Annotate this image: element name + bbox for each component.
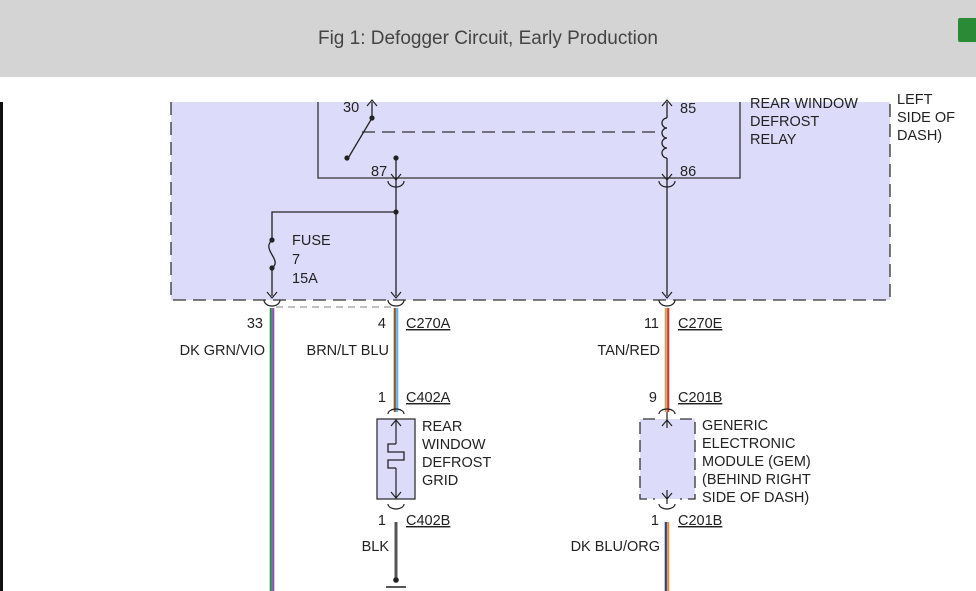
grid-heater-element bbox=[387, 443, 405, 469]
c270a-pin4-socket bbox=[387, 299, 405, 307]
location-note-line-3: DASH) bbox=[897, 128, 942, 144]
header-bar: Fig 1: Defogger Circuit, Early Productio… bbox=[0, 0, 976, 77]
wire-label-dk-blu-org: DK BLU/ORG bbox=[571, 539, 660, 555]
ground-point bbox=[393, 577, 399, 583]
fuse-label-line-1: FUSE bbox=[292, 233, 331, 249]
gem-label-line-2: ELECTRONIC bbox=[702, 436, 795, 452]
c270a-pin4-arrow bbox=[390, 291, 402, 299]
fuse-label-line-3: 15A bbox=[292, 271, 318, 287]
pin87-arrow bbox=[390, 173, 402, 181]
relay-switch-pivot bbox=[344, 155, 350, 161]
wire-label-blk: BLK bbox=[362, 539, 390, 555]
relay-body bbox=[317, 102, 741, 179]
pin-9-label: 9 bbox=[649, 390, 657, 406]
grid-lower-arrow bbox=[390, 491, 402, 499]
pin-4-label: 4 bbox=[378, 316, 386, 332]
gem-label-line-3: MODULE (GEM) bbox=[702, 454, 811, 470]
c201b-bottom-socket bbox=[658, 503, 676, 510]
c201b-top-socket bbox=[658, 408, 676, 415]
connector-c402b-label: C402B bbox=[406, 513, 450, 529]
connector-c270e-label: C270E bbox=[678, 316, 723, 332]
gem-module-body bbox=[640, 419, 695, 499]
relay-pin-30-label: 30 bbox=[343, 100, 359, 116]
left-border-line bbox=[0, 102, 3, 591]
relay-pin-85-label: 85 bbox=[680, 101, 696, 117]
c270-pin33-arrow bbox=[266, 291, 278, 299]
relay-label-line-3: RELAY bbox=[750, 132, 797, 148]
figure-title: Fig 1: Defogger Circuit, Early Productio… bbox=[317, 28, 659, 49]
gem-label-line-4: (BEHIND RIGHT bbox=[702, 472, 811, 488]
fuse-7-symbol bbox=[268, 239, 276, 269]
corner-button[interactable] bbox=[958, 18, 976, 42]
location-note-line-1: LEFT bbox=[897, 92, 933, 108]
relay-pin-86-label: 86 bbox=[680, 164, 696, 180]
pin-1-c201b-label: 1 bbox=[651, 513, 659, 529]
grid-label-line-2: WINDOW bbox=[422, 437, 486, 453]
grid-label-line-3: DEFROST bbox=[422, 455, 491, 471]
relay-switch-arm bbox=[346, 117, 373, 161]
pin86-arrow bbox=[661, 173, 673, 181]
gem-pin1-arrow bbox=[661, 492, 673, 500]
c270e-pin11-socket bbox=[658, 299, 676, 307]
wire-label-brn-lt-blu: BRN/LT BLU bbox=[307, 343, 389, 359]
connector-c201b-bottom-label: C201B bbox=[678, 513, 722, 529]
c270-pin33-socket bbox=[263, 299, 281, 307]
relay-coil bbox=[661, 117, 668, 159]
pin-1-c402b-label: 1 bbox=[378, 513, 386, 529]
relay-pin85-arrow bbox=[661, 99, 673, 107]
c270e-pin11-arrow bbox=[661, 291, 673, 299]
pin-11-label: 11 bbox=[644, 316, 659, 332]
c402a-socket bbox=[387, 408, 405, 415]
connector-c402a-label: C402A bbox=[406, 390, 451, 406]
wire-label-dk-grn-vio: DK GRN/VIO bbox=[180, 343, 265, 359]
location-note-line-2: SIDE OF bbox=[897, 110, 955, 126]
gem-label-line-1: GENERIC bbox=[702, 418, 768, 434]
fuse-label-line-2: 7 bbox=[292, 252, 300, 268]
gem-module-left-edge bbox=[639, 418, 655, 500]
connector-c201b-top-label: C201B bbox=[678, 390, 722, 406]
gem-label-line-5: SIDE OF DASH) bbox=[702, 490, 809, 506]
gem-pin9-arrow bbox=[661, 419, 673, 427]
relay-pin30-arrow bbox=[366, 99, 378, 107]
gem-module-right-edge bbox=[680, 418, 696, 500]
relay-pin-87-label: 87 bbox=[371, 164, 387, 180]
grid-upper-arrow bbox=[390, 419, 402, 427]
c402b-socket bbox=[387, 503, 405, 510]
grid-label-line-1: REAR bbox=[422, 419, 462, 435]
relay-label-line-1: REAR WINDOW bbox=[750, 96, 858, 112]
connector-c270a-label: C270A bbox=[406, 316, 451, 332]
relay-label-line-2: DEFROST bbox=[750, 114, 819, 130]
pin-33-label: 33 bbox=[247, 316, 263, 332]
grid-label-line-4: GRID bbox=[422, 473, 458, 489]
pin-1-c402a-label: 1 bbox=[378, 390, 386, 406]
wire-label-tan-red: TAN/RED bbox=[597, 343, 660, 359]
splice-to-fuse-wire bbox=[271, 211, 396, 240]
